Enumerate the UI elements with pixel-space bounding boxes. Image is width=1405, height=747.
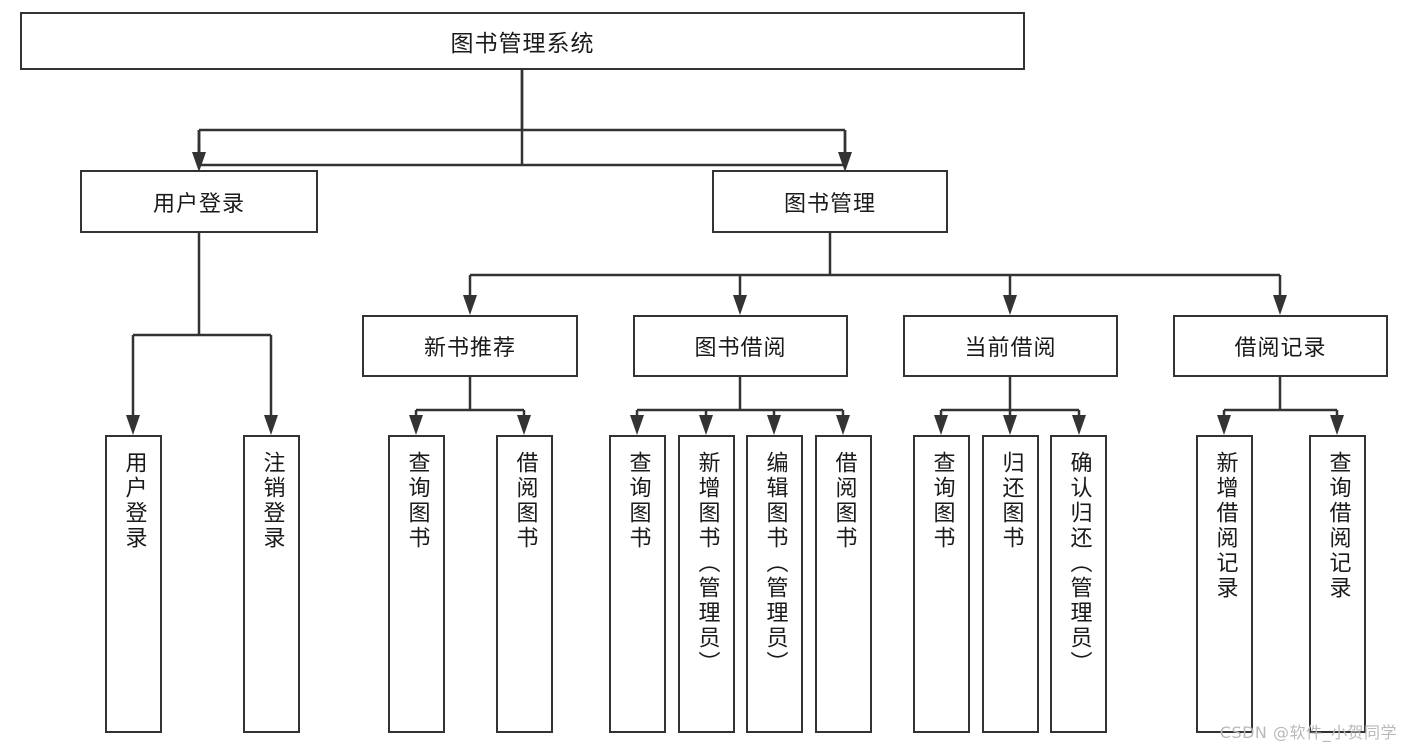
edges-level1 [192,70,852,172]
edges-book-manage [463,233,1287,315]
edges-new-book-rec [409,377,531,435]
node-root-book-management-system[interactable]: 图书管理系统 [20,12,1025,70]
node-label: 用户登录 [121,451,147,551]
node-label: 借阅记录 [1234,336,1327,361]
edges-current-borrow [934,377,1086,435]
leaf-user-logout[interactable]: 注销登录 [243,435,300,733]
node-new-book-recommend[interactable]: 新书推荐 [362,315,578,377]
node-label: 查询图书 [404,451,430,551]
leaf-query-book-current[interactable]: 查询图书 [913,435,970,733]
edges-user-login [126,233,278,435]
node-label: 用户登录 [152,191,245,217]
node-label: 新增图书（管理员） [694,451,720,676]
node-label: 图书管理系统 [450,31,595,57]
leaf-borrow-book-recommend[interactable]: 借阅图书 [496,435,553,733]
node-label: 注销登录 [259,451,285,551]
node-label: 新书推荐 [423,336,516,361]
node-current-borrow[interactable]: 当前借阅 [903,315,1118,377]
leaf-borrow-book[interactable]: 借阅图书 [815,435,872,733]
node-label: 借阅图书 [831,451,857,551]
node-label: 图书借阅 [694,336,787,361]
node-book-manage[interactable]: 图书管理 [712,170,948,233]
node-label: 查询图书 [929,451,955,551]
edge-root-to-level2 [197,70,847,167]
node-book-borrow[interactable]: 图书借阅 [633,315,848,377]
leaf-add-book-admin[interactable]: 新增图书（管理员） [678,435,735,733]
node-label: 借阅图书 [512,451,538,551]
leaf-edit-book-admin[interactable]: 编辑图书（管理员） [746,435,803,733]
leaf-return-book[interactable]: 归还图书 [982,435,1039,733]
leaf-confirm-return-admin[interactable]: 确认归还（管理员） [1050,435,1107,733]
node-label: 新增借阅记录 [1212,451,1238,601]
node-label: 查询借阅记录 [1325,451,1351,601]
node-label: 编辑图书（管理员） [762,451,788,676]
leaf-query-book-recommend[interactable]: 查询图书 [388,435,445,733]
edges-book-borrow [630,377,850,435]
node-label: 当前借阅 [964,336,1057,361]
node-user-login[interactable]: 用户登录 [80,170,318,233]
leaf-user-login[interactable]: 用户登录 [105,435,162,733]
node-label: 图书管理 [783,191,876,217]
node-label: 确认归还（管理员） [1066,451,1092,676]
leaf-query-book-borrow[interactable]: 查询图书 [609,435,666,733]
csdn-watermark: CSDN @软件_小贺同学 [1219,723,1397,742]
node-label: 查询图书 [625,451,651,551]
node-label: 归还图书 [998,451,1024,551]
node-borrow-record[interactable]: 借阅记录 [1173,315,1388,377]
edges-borrow-record [1217,377,1344,435]
leaf-add-borrow-record[interactable]: 新增借阅记录 [1196,435,1253,733]
leaf-query-borrow-record[interactable]: 查询借阅记录 [1309,435,1366,733]
